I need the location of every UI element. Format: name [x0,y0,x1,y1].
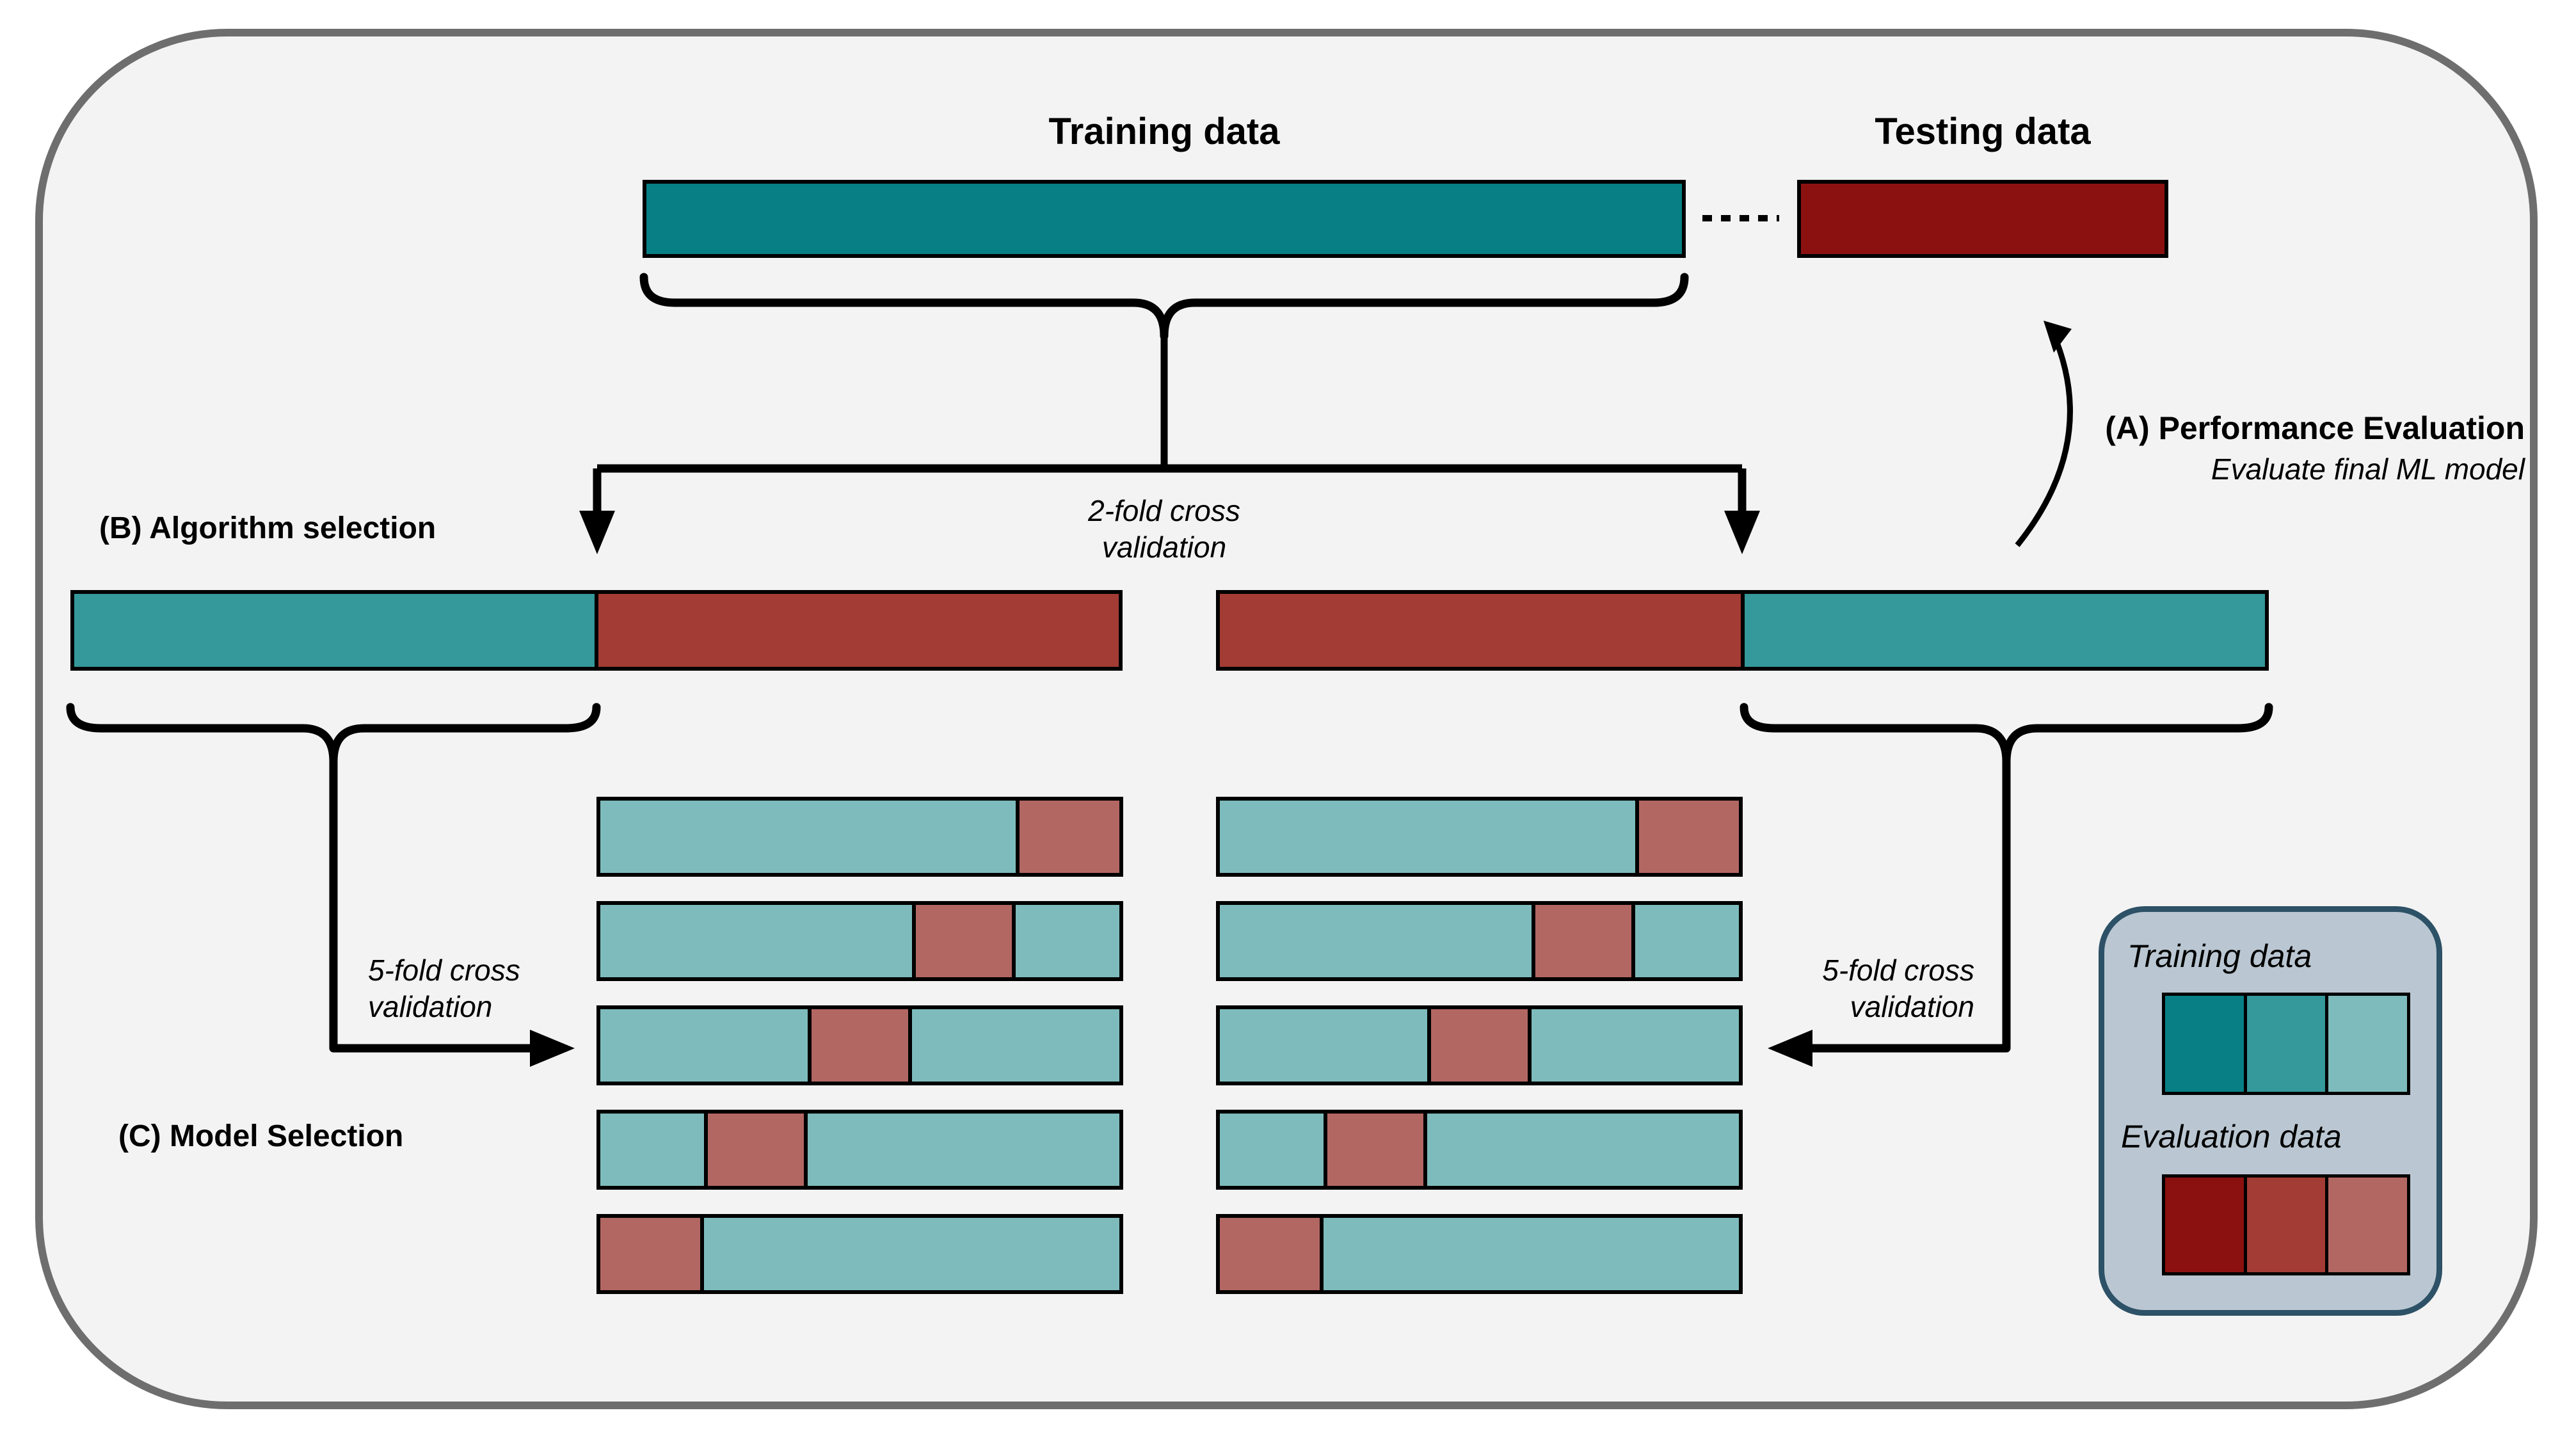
five-fold-bar [1216,1214,1743,1294]
training-data-title: Training data [1048,111,1280,152]
five-fold-cv-label-left: 5-fold cross validation [368,952,520,1025]
evaluation-fold-segment [1427,1009,1532,1082]
evaluation-fold-segment [1635,801,1739,873]
legend-swatch [2325,1178,2408,1272]
evaluation-segment [1220,594,1741,667]
five-fold-bar [596,1005,1123,1085]
two-fold-cv-label: 2-fold cross validation [972,493,1356,566]
legend-swatch [2165,996,2244,1092]
evaluation-fold-segment [808,1009,912,1082]
five-fold-bar [1216,1005,1743,1085]
evaluation-fold-segment [1324,1114,1428,1186]
evaluation-fold-segment [600,1218,705,1290]
five-fold-right-line1: 5-fold cross [1822,954,1974,987]
evaluation-fold-segment [704,1114,808,1186]
five-fold-bar [596,901,1123,981]
training-segment [74,594,595,667]
evaluation-segment [595,594,1119,667]
training-segment [1740,594,2265,667]
legend-training-swatches [2162,993,2410,1095]
annotation-a: (A) Performance Evaluation Evaluate fina… [1917,410,2525,486]
legend-training-label: Training data [2127,938,2312,974]
two-fold-cv-line1: 2-fold cross [1088,494,1240,527]
five-fold-left-line1: 5-fold cross [368,954,520,987]
two-fold-right-bar [1216,590,2269,671]
evaluation-fold-segment [1015,801,1119,873]
legend-evaluation-swatches [2162,1174,2410,1275]
two-fold-cv-line2: validation [1101,531,1227,564]
evaluation-fold-segment [1531,905,1635,977]
annotation-b: (B) Algorithm selection [99,511,436,545]
evaluation-fold-segment [1220,1218,1324,1290]
legend-swatch [2165,1178,2244,1272]
five-fold-bar [1216,797,1743,877]
training-data-bar [643,180,1686,258]
five-fold-stack-left [596,797,1123,1318]
legend-evaluation-label: Evaluation data [2121,1119,2342,1154]
legend-box: Training data Evaluation data [2099,906,2442,1316]
two-fold-left-bar [70,590,1123,671]
testing-data-bar [1797,180,2168,258]
five-fold-stack-right [1216,797,1743,1318]
five-fold-bar [596,797,1123,877]
annotation-a-title: (A) Performance Evaluation [2105,410,2525,446]
five-fold-bar [596,1214,1123,1294]
five-fold-right-line2: validation [1850,990,1974,1024]
five-fold-cv-label-right: 5-fold cross validation [1750,952,1974,1025]
evaluation-fold-segment [911,905,1016,977]
five-fold-bar [596,1110,1123,1190]
five-fold-bar [1216,1110,1743,1190]
annotation-c: (C) Model Selection [118,1119,404,1153]
legend-swatch [2243,996,2326,1092]
annotation-a-subtitle: Evaluate final ML model [2211,452,2525,486]
testing-data-title: Testing data [1875,111,2091,152]
legend-swatch [2243,1178,2326,1272]
five-fold-left-line2: validation [368,990,493,1024]
legend-swatch [2325,996,2408,1092]
five-fold-bar [1216,901,1743,981]
